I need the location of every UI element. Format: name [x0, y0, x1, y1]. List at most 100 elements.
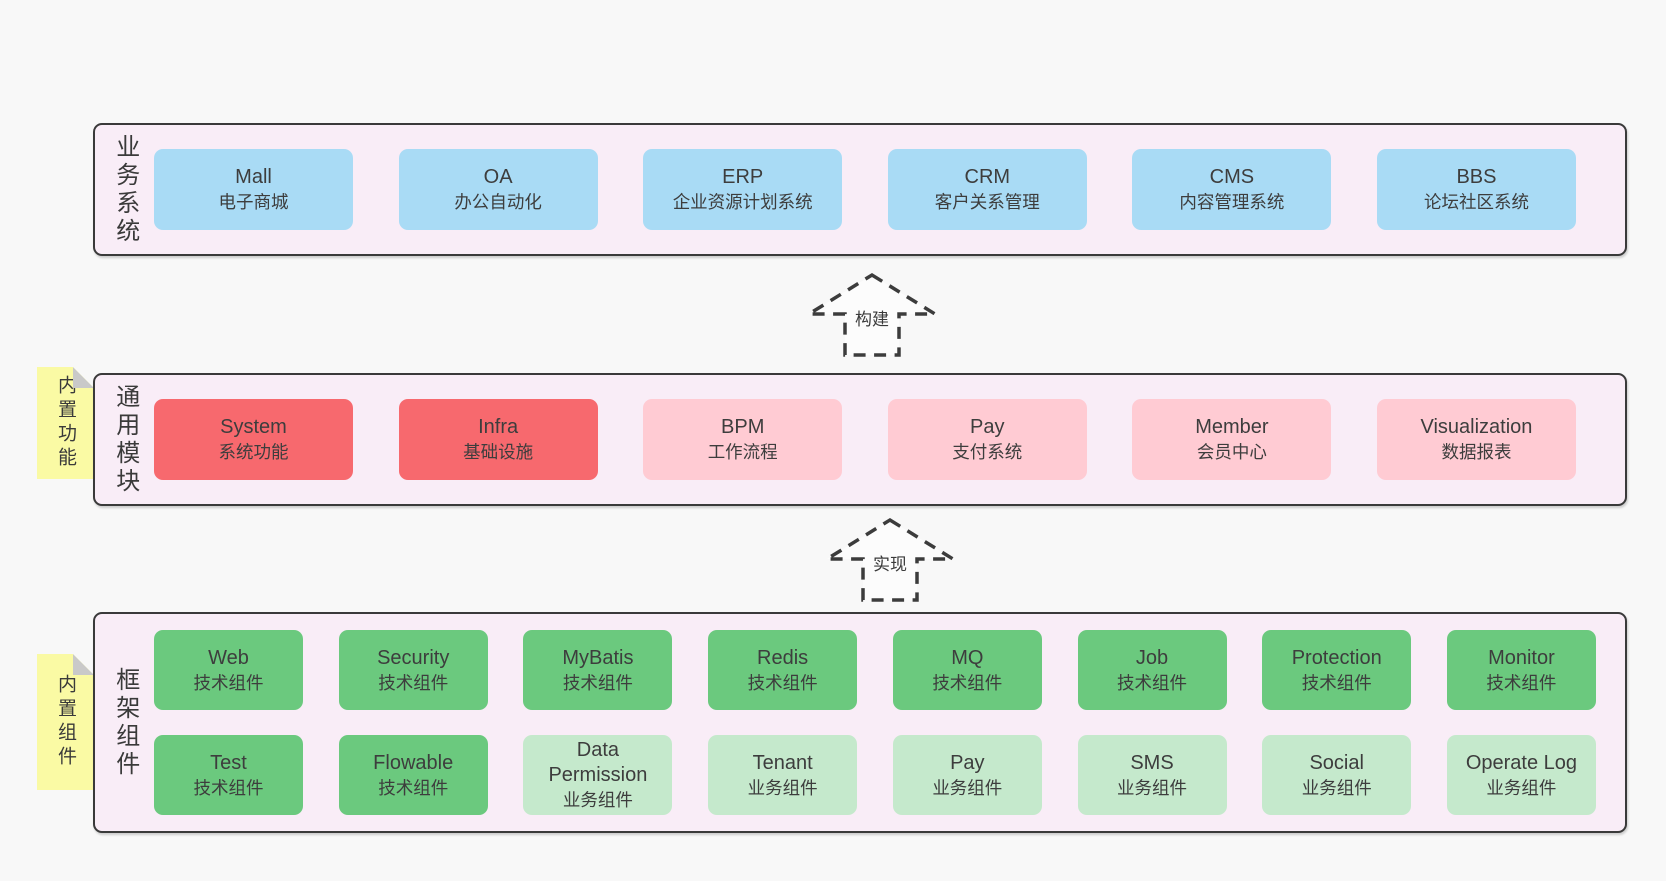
box-title-en: CMS: [1209, 166, 1255, 188]
box-title-zh: 办公自动化: [454, 192, 542, 212]
sticky-tag-built-in-features: 内置功能: [37, 367, 94, 479]
diagram-box: Monitor 技术组件: [1446, 630, 1596, 710]
box-title-zh: 技术组件: [932, 672, 1003, 693]
box-title-en: Operate Log: [1465, 751, 1578, 774]
box-title-en: Social: [1309, 751, 1364, 774]
box-title-zh: 技术组件: [562, 672, 633, 693]
box-title-en: Infra: [478, 416, 519, 438]
box-title-en: Pay: [970, 416, 1005, 438]
box-title-zh: 技术组件: [193, 672, 264, 693]
sticky-tag-label: 内置功能: [55, 375, 76, 471]
box-title-zh: 业务组件: [1117, 777, 1188, 798]
box-title-zh: 系统功能: [218, 442, 289, 462]
box-title-zh: 支付系统: [952, 442, 1023, 462]
box-title-zh: 内容管理系统: [1179, 192, 1285, 212]
box-title-en: CRM: [964, 166, 1011, 188]
common-module-boxes: System 系统功能 Infra 基础设施 BPM 工作流程 Pay 支付系统…: [154, 399, 1625, 480]
box-title-en: OA: [483, 166, 513, 188]
diagram-box: Visualization 数据报表: [1376, 399, 1576, 480]
box-title-zh: 技术组件: [1486, 672, 1557, 693]
box-title-zh: 业务组件: [562, 790, 633, 810]
box-title-zh: 技术组件: [193, 777, 264, 798]
box-title-en: Protection: [1291, 646, 1382, 669]
diagram-box: Pay 业务组件: [892, 735, 1042, 815]
box-title-zh: 技术组件: [1117, 672, 1188, 693]
box-title-zh: 基础设施: [463, 442, 534, 462]
box-title-en: Flowable: [373, 751, 454, 774]
diagram-box: Flowable 技术组件: [338, 735, 488, 815]
framework-row-2: Test 技术组件 Flowable 技术组件 Data Permission …: [154, 735, 1596, 815]
diagram-box: MQ 技术组件: [892, 630, 1042, 710]
diagram-box: CMS 内容管理系统: [1132, 149, 1332, 230]
diagram-box: Operate Log 业务组件: [1446, 735, 1596, 815]
layer-framework-components: 框架组件 Web 技术组件 Security 技术组件 MyBatis 技术组件…: [93, 612, 1627, 833]
box-title-zh: 数据报表: [1441, 442, 1512, 462]
arrow-label: 实现: [870, 549, 910, 576]
box-title-en: Pay: [950, 751, 985, 774]
layer-title: 业务系统: [111, 133, 139, 246]
box-title-en: Data Permission: [548, 739, 648, 786]
box-title-en: Visualization: [1420, 416, 1533, 438]
layer-common-modules: 通用模块 System 系统功能 Infra 基础设施 BPM 工作流程 Pay…: [93, 373, 1627, 506]
box-title-en: Mall: [235, 166, 272, 188]
diagram-box: Pay 支付系统: [887, 399, 1087, 480]
diagram-box: Test 技术组件: [154, 735, 303, 815]
diagram-box: BBS 论坛社区系统: [1376, 149, 1576, 230]
diagram-box: Protection 技术组件: [1262, 630, 1412, 710]
box-title-zh: 业务组件: [932, 777, 1003, 798]
diagram-box: Member 会员中心: [1132, 399, 1332, 480]
box-title-en: MQ: [951, 646, 984, 669]
box-title-en: BPM: [721, 416, 765, 438]
box-title-zh: 客户关系管理: [934, 192, 1040, 212]
box-title-en: SMS: [1130, 751, 1174, 774]
diagram-box: CRM 客户关系管理: [887, 149, 1087, 230]
box-title-zh: 业务组件: [1486, 777, 1557, 798]
layer-title: 通用模块: [111, 383, 139, 496]
folded-corner-icon: [73, 367, 94, 388]
up-arrow-implement: 实现: [822, 517, 958, 603]
layer-label-column: 业务系统: [95, 134, 154, 246]
diagram-box: Data Permission 业务组件: [523, 735, 673, 815]
box-title-en: MyBatis: [562, 646, 634, 669]
diagram-box: OA 办公自动化: [398, 149, 598, 230]
box-title-en: Tenant: [752, 751, 813, 774]
box-title-zh: 业务组件: [747, 777, 818, 798]
box-title-en: Security: [377, 646, 450, 669]
sticky-tag-label: 内置组件: [55, 674, 76, 770]
box-title-zh: 会员中心: [1196, 442, 1267, 462]
arrow-label: 构建: [852, 304, 892, 331]
box-title-zh: 业务组件: [1301, 777, 1372, 798]
box-title-en: Job: [1135, 646, 1169, 669]
box-title-zh: 企业资源计划系统: [672, 192, 813, 212]
business-system-boxes: Mall 电子商城 OA 办公自动化 ERP 企业资源计划系统 CRM 客户关系…: [154, 149, 1625, 230]
box-title-zh: 技术组件: [1301, 672, 1372, 693]
box-title-en: Test: [210, 751, 247, 774]
diagram-box: SMS 业务组件: [1077, 735, 1227, 815]
box-title-zh: 论坛社区系统: [1423, 192, 1529, 212]
diagram-box: BPM 工作流程: [643, 399, 843, 480]
box-title-en: Member: [1195, 416, 1269, 438]
diagram-box: Social 业务组件: [1262, 735, 1412, 815]
box-title-zh: 技术组件: [747, 672, 818, 693]
box-title-en: Redis: [757, 646, 809, 669]
diagram-box: Security 技术组件: [338, 630, 488, 710]
layer-title: 框架组件: [111, 666, 139, 779]
diagram-box: Web 技术组件: [154, 630, 303, 710]
up-arrow-build: 构建: [804, 272, 940, 358]
layer-label-column: 通用模块: [95, 384, 154, 496]
diagram-box: MyBatis 技术组件: [523, 630, 673, 710]
framework-row-1: Web 技术组件 Security 技术组件 MyBatis 技术组件 Redi…: [154, 630, 1596, 710]
layer-business-systems: 业务系统 Mall 电子商城 OA 办公自动化 ERP 企业资源计划系统 CRM…: [93, 123, 1627, 256]
diagram-box: Tenant 业务组件: [708, 735, 858, 815]
diagram-box: Job 技术组件: [1077, 630, 1227, 710]
folded-corner-icon: [73, 654, 94, 675]
diagram-box: ERP 企业资源计划系统: [643, 149, 843, 230]
box-title-en: ERP: [722, 166, 764, 188]
box-title-zh: 工作流程: [707, 442, 778, 462]
box-title-zh: 技术组件: [378, 672, 449, 693]
layer-label-column: 框架组件: [95, 667, 154, 779]
framework-component-rows: Web 技术组件 Security 技术组件 MyBatis 技术组件 Redi…: [154, 630, 1625, 815]
box-title-en: BBS: [1456, 166, 1497, 188]
diagram-box: Mall 电子商城: [154, 149, 353, 230]
diagram-box: Redis 技术组件: [708, 630, 858, 710]
